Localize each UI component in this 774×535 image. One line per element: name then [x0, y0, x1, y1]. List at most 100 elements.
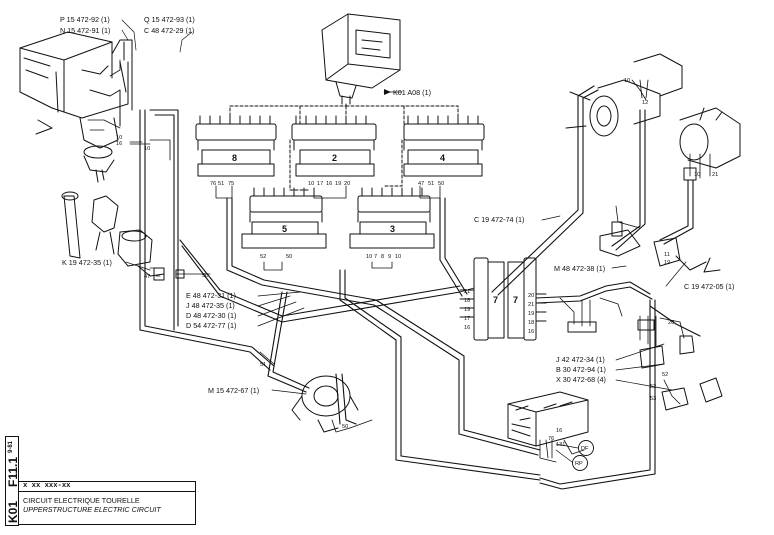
label-e: E 48 472-31 (1) [186, 291, 236, 300]
c5-pin: 52 [260, 254, 266, 260]
terminal-left-number: 7 [493, 295, 498, 305]
terminal-block-outline [459, 257, 547, 341]
wire-number: 131 [556, 442, 565, 448]
terminal-right-pin: 19 [528, 311, 534, 317]
label-n: N 15 472-91 (1) [60, 26, 110, 35]
terminal-block: 7 7 21 18 19 17 16 20 21 19 18 16 [464, 289, 534, 335]
c2-pin: 17 [317, 181, 323, 187]
label-k19: K 19 472-35 (1) [62, 258, 112, 267]
label-j42: J 42 472-34 (1) [556, 355, 605, 364]
label-c48: C 48 472-29 (1) [144, 26, 194, 35]
motor-m-drawing [291, 375, 359, 433]
connector-5-outline [241, 187, 327, 249]
c5-pin: 50 [286, 254, 292, 260]
left-joystick-assembly [61, 191, 165, 277]
c8-pin: 51 [218, 181, 224, 187]
wire-number: 16 [556, 428, 562, 434]
terminal-right-pin: 18 [528, 320, 534, 326]
c3-pin: 7 [374, 254, 377, 260]
connector-4-number: 4 [440, 153, 445, 163]
wire-number: 52 [650, 384, 656, 390]
terminal-left-pin: 18 [464, 298, 470, 304]
component-labels: P 15 472-92 (1) N 15 472-91 (1) Q 15 472… [60, 15, 734, 467]
wire-number: 50 [202, 273, 208, 279]
control-unit-bus [229, 103, 459, 191]
label-k01: K01 A08 (1) [393, 88, 431, 97]
label-m48: M 48 472-38 (1) [554, 264, 605, 273]
wire-number: 20 [668, 320, 674, 326]
k01-pointer-icon [384, 89, 391, 95]
label-m15: M 15 472-67 (1) [208, 386, 259, 395]
wire-number: 76 [548, 436, 554, 442]
wire-number: 16 [116, 141, 122, 147]
wire-number: 52 [662, 372, 668, 378]
wire-number: 53 [650, 396, 656, 402]
connector-4-outline [403, 115, 485, 177]
label-p: P 15 472-92 (1) [60, 15, 110, 24]
c2-pin: 16 [326, 181, 332, 187]
c4-pin: 51 [428, 181, 434, 187]
label-q: Q 15 472-93 (1) [144, 15, 195, 24]
control-unit-drawing [321, 13, 401, 105]
terminal-left-pin: 19 [464, 307, 470, 313]
main-harness [139, 85, 701, 490]
label-leaders [121, 19, 687, 395]
label-x30: X 30 472-68 (4) [556, 375, 606, 384]
cab-assembly-drawing [19, 31, 133, 183]
label-c1905: C 19 472-05 (1) [684, 282, 734, 291]
label-d54: D 54 472-77 (1) [186, 321, 236, 330]
label-j48: J 48 472-35 (1) [186, 301, 235, 310]
terminal-left-pin: 21 [464, 289, 470, 295]
rp-circle [572, 455, 588, 471]
c4-pin: 50 [438, 181, 444, 187]
wire-number: 10 [694, 172, 700, 178]
page-date: 9-81 [8, 440, 14, 453]
connector-3-number: 3 [390, 224, 395, 234]
terminal-left-pin: 16 [464, 325, 470, 331]
thin-wires [87, 59, 711, 463]
c3-pin: 10 [366, 254, 372, 260]
connector-numbers: 8 2 4 5 3 [232, 153, 445, 234]
label-df: DF [581, 446, 589, 452]
title-english: UPPERSTRUCTURE ELECTRIC CIRCUIT [23, 505, 161, 514]
wire-number: 47 [144, 274, 150, 280]
wire-number: 10 [624, 78, 630, 84]
c4-pin: 47 [418, 181, 424, 187]
page-code-strip: K01 F11.1 9-81 [5, 436, 20, 526]
c2-pin: 19 [335, 181, 341, 187]
wire-number: 12 [642, 100, 648, 106]
wire-number: 51 [260, 362, 266, 368]
label-b30: B 30 472-94 (1) [556, 365, 606, 374]
pressure-switch-drawing [639, 335, 723, 411]
label-d48: D 48 472-30 (1) [186, 311, 236, 320]
right-motor-assembly [565, 53, 741, 273]
drawing-reference: x xx xxx-xx [19, 482, 195, 492]
label-c19: C 19 472-74 (1) [474, 215, 524, 224]
c3-pin: 9 [388, 254, 391, 260]
c2-pin: 20 [344, 181, 350, 187]
c3-pin: 8 [381, 254, 384, 260]
terminal-right-pin: 20 [528, 293, 534, 299]
wire-numbers: 10 16 10 12 10 21 10 11 19 50 47 51 50 2… [116, 78, 718, 448]
small-plugs [153, 167, 697, 333]
terminal-right-pin: 16 [528, 329, 534, 335]
connector-pins: 76 51 75 10 17 16 19 20 47 51 50 52 50 1… [210, 181, 444, 260]
wire-number: 19 [664, 260, 670, 266]
label-rp: RP [575, 461, 583, 467]
c3-pin: 10 [395, 254, 401, 260]
c8-pin: 75 [228, 181, 234, 187]
df-circle [578, 440, 594, 456]
terminal-right-number: 7 [513, 295, 518, 305]
c2-pin: 10 [308, 181, 314, 187]
connector-8-number: 8 [232, 153, 237, 163]
wire-number: 21 [712, 172, 718, 178]
c8-pin: 76 [210, 181, 216, 187]
terminal-right-pin: 21 [528, 302, 534, 308]
title-block: x xx xxx-xx CIRCUIT ELECTRIQUE TOURELLE … [18, 481, 196, 525]
connector-2-outline [291, 115, 377, 177]
connector-3-outline [349, 187, 435, 249]
wire-number: 50 [342, 424, 348, 430]
connector-2-number: 2 [332, 153, 337, 163]
